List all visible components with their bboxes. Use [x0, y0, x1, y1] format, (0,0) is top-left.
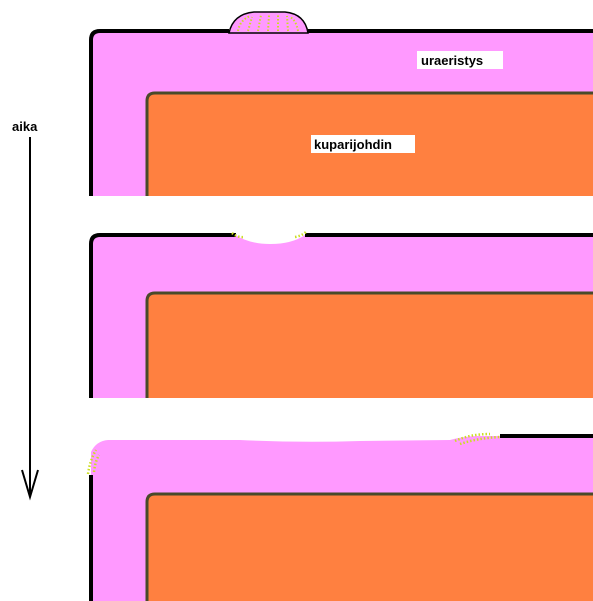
stage-2-conductor-outline — [145, 291, 593, 398]
insulation-label: uraeristys — [421, 53, 483, 68]
stage-1-discharge-dots — [237, 14, 299, 32]
conductor-label: kuparijohdin — [314, 137, 392, 152]
stage-2-discharge-dots — [231, 230, 308, 239]
insulation-label-box — [417, 51, 503, 69]
stage-3-conductor-outline — [145, 492, 593, 601]
stage-2-conductor — [147, 293, 593, 398]
stage-2-outer-outline — [89, 233, 593, 398]
conductor-label-box — [311, 135, 415, 153]
stage-2-panel — [89, 230, 593, 398]
stage-3-conductor — [147, 494, 593, 601]
stage-3-panel — [86, 432, 593, 601]
stage-1-panel: uraeristys kuparijohdin — [89, 11, 593, 196]
time-axis-label: aika — [12, 119, 38, 134]
stage-1-conductor-outline — [145, 91, 593, 196]
stage-3-discharge-dots — [86, 432, 501, 475]
stage-1-outer-outline — [89, 29, 593, 196]
time-arrow-head — [21, 469, 39, 501]
